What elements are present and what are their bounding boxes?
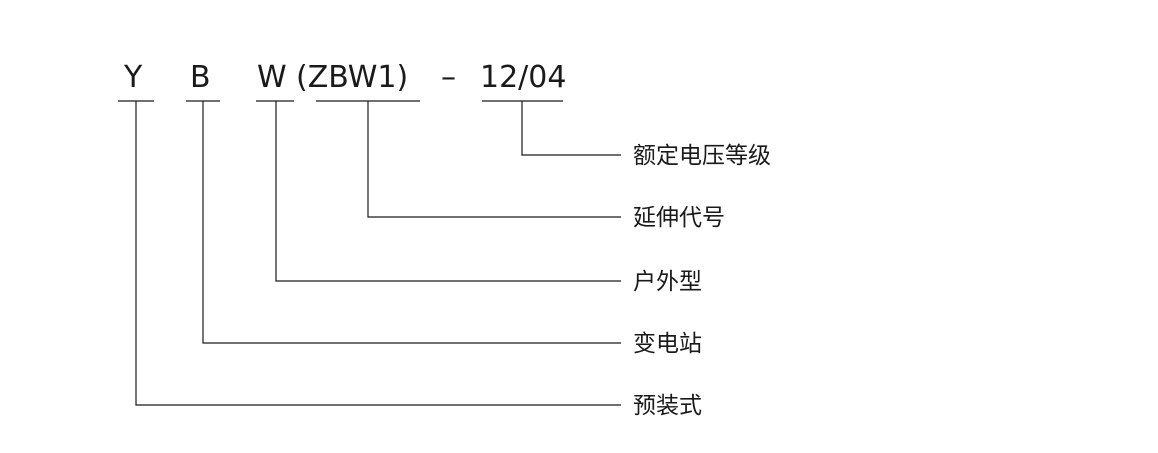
label-outdoor: 户外型 (633, 269, 702, 295)
code-letter-w: W (257, 60, 287, 95)
leader-prefab (135, 101, 621, 406)
label-extension-code: 延伸代号 (633, 205, 725, 231)
leader-extension-code (367, 101, 621, 218)
code-letter-y: Y (123, 60, 143, 95)
leader-substation (202, 101, 621, 344)
code-dash: – (441, 60, 456, 95)
label-voltage-level: 额定电压等级 (633, 143, 771, 169)
label-prefab: 预装式 (633, 393, 702, 419)
code-voltage: 12/04 (480, 60, 566, 95)
code-letter-b: B (190, 60, 211, 95)
code-extension: (ZBW1) (296, 60, 408, 95)
label-substation: 变电站 (633, 331, 702, 357)
leader-outdoor (275, 101, 621, 282)
leader-voltage-level (521, 101, 621, 156)
